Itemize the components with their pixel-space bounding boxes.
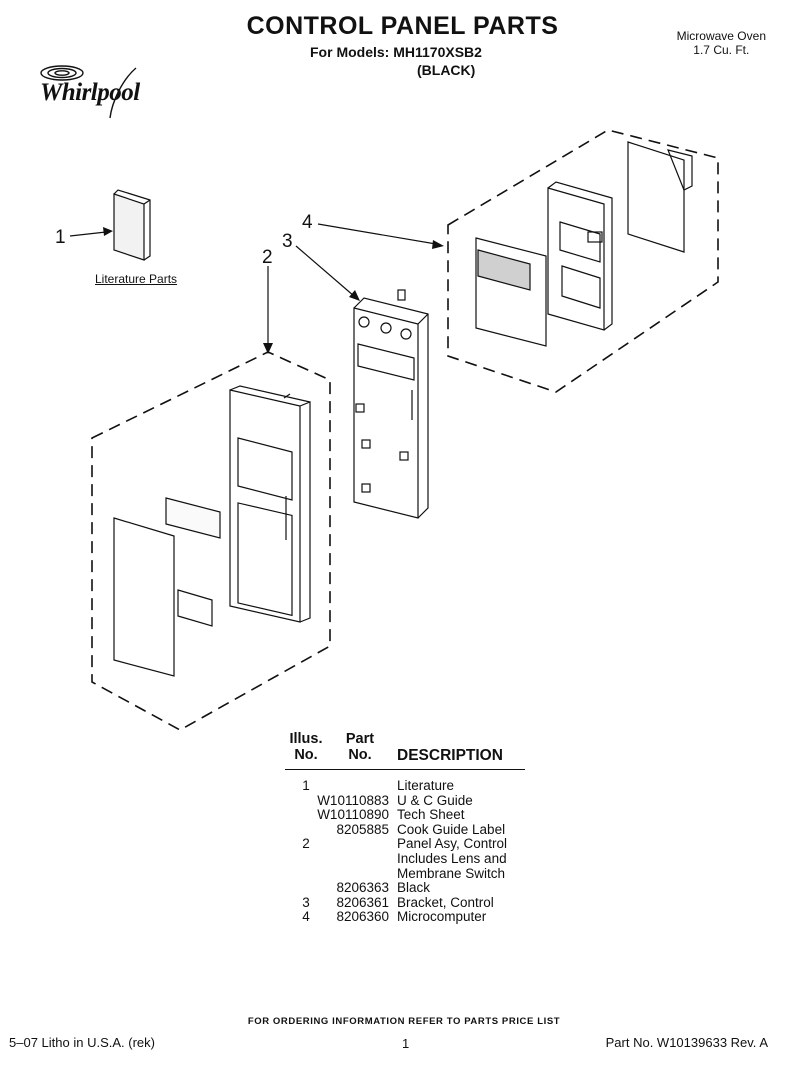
lens-icon xyxy=(165,497,221,539)
callout-1: 1 xyxy=(55,227,66,248)
column-header-illus: Illus. No. xyxy=(289,731,323,763)
column-header-part: Part No. xyxy=(345,731,375,763)
cell-part-no: 8205885 xyxy=(336,821,389,837)
product-capacity: 1.7 Cu. Ft. xyxy=(693,43,750,57)
litho-info: 5–07 Litho in U.S.A. (rek) xyxy=(9,1035,155,1050)
page-number: 1 xyxy=(402,1036,410,1051)
model-number: For Models: MH1170XSB2 xyxy=(310,44,482,60)
cell-part-no: 8206361 xyxy=(336,894,389,910)
whirlpool-logo-icon xyxy=(40,65,137,119)
cell-description: Tech Sheet xyxy=(397,807,465,823)
cell-description: Bracket, Control xyxy=(397,894,494,910)
table-row: W10110890 Tech Sheet xyxy=(285,808,525,823)
cell-illus-no: 3 xyxy=(302,894,310,910)
page-title: CONTROL PANEL PARTS xyxy=(246,12,559,40)
product-type: Microwave Oven xyxy=(676,29,766,43)
callout-3: 3 xyxy=(282,231,293,252)
control-bracket-icon xyxy=(353,289,429,519)
cook-guide-label-icon xyxy=(113,517,175,677)
arrowhead-3-icon xyxy=(349,290,360,301)
cell-part-no: 8206360 xyxy=(336,909,389,925)
leader-arrows xyxy=(69,223,437,346)
table-row: 4 8206360 Microcomputer xyxy=(285,910,525,925)
table-row: 8206363 Black xyxy=(285,881,525,896)
arrowhead-2-icon xyxy=(263,343,273,354)
cell-description: Includes Lens and xyxy=(397,850,507,866)
cell-illus-no: 4 xyxy=(302,909,310,925)
cell-illus-no: 1 xyxy=(302,778,310,793)
microcomputer-cover-icon xyxy=(627,141,693,253)
ordering-note: FOR ORDERING INFORMATION REFER TO PARTS … xyxy=(247,1016,561,1027)
membrane-switch-icon xyxy=(177,589,213,627)
arrowhead-1-icon xyxy=(103,227,113,236)
table-row: 1 Literature xyxy=(285,778,525,794)
table-row: Membrane Switch xyxy=(285,865,525,882)
microcomputer-board-icon xyxy=(475,237,547,347)
arrowhead-4-icon xyxy=(432,240,444,249)
cell-part-no: W10110890 xyxy=(317,807,389,823)
table-row: 8205885 Cook Guide Label xyxy=(285,821,525,838)
control-panel-front-icon xyxy=(229,385,311,623)
parts-list-table: Illus. No. Part No. DESCRIPTION 1 Literat… xyxy=(285,731,525,925)
cell-description: Cook Guide Label xyxy=(397,821,506,837)
table-row: W10110883 U & C Guide xyxy=(285,792,525,809)
exploded-parts-diagram: 1 2 3 4 xyxy=(55,129,719,730)
item-4-group-outline xyxy=(447,129,719,393)
brand-name: Whirlpool xyxy=(40,79,140,106)
callout-2: 2 xyxy=(262,247,273,268)
cell-description: U & C Guide xyxy=(397,792,473,808)
cell-description: Black xyxy=(397,880,431,896)
literature-booklet-icon xyxy=(113,189,151,261)
callout-4: 4 xyxy=(302,212,313,233)
table-row: 2 Panel Asy, Control xyxy=(285,837,525,852)
cell-description: Membrane Switch xyxy=(397,865,506,881)
model-variant: (BLACK) xyxy=(417,62,476,78)
cell-description: Literature xyxy=(397,778,455,793)
literature-parts-label: Literature Parts xyxy=(95,272,178,286)
document-part-number: Part No. W10139633 Rev. A xyxy=(605,1035,768,1050)
cell-description: Panel Asy, Control xyxy=(397,836,508,852)
microcomputer-frame-icon xyxy=(547,181,613,331)
cell-description: Microcomputer xyxy=(397,909,487,925)
table-row: Includes Lens and xyxy=(285,850,525,867)
cell-part-no: W10110883 xyxy=(317,792,389,808)
product-description: Microwave Oven 1.7 Cu. Ft. xyxy=(677,29,766,57)
column-header-description: DESCRIPTION xyxy=(397,747,503,764)
cell-illus-no: 2 xyxy=(302,836,310,852)
cell-part-no: 8206363 xyxy=(336,880,389,896)
parts-list-header: Illus. No. Part No. DESCRIPTION xyxy=(285,731,525,770)
table-row: 3 8206361 Bracket, Control xyxy=(285,894,525,911)
